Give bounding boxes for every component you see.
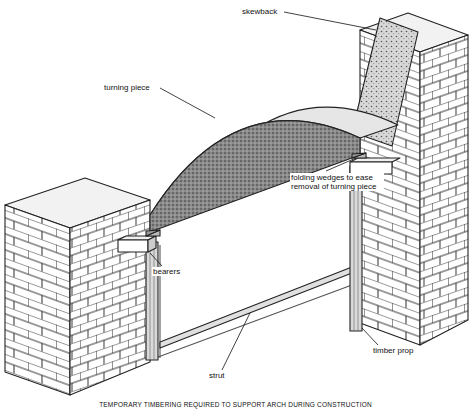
leader-lines	[150, 12, 378, 370]
part-label: strut	[208, 371, 226, 380]
folding-wedge	[146, 230, 160, 236]
folding-wedge	[352, 153, 366, 158]
brick-pier	[70, 200, 150, 395]
folding-wedge	[146, 230, 160, 236]
strut-board	[160, 267, 352, 348]
part-label: skewback	[241, 7, 278, 16]
bearer	[118, 240, 148, 252]
caption: TEMPORARY TIMBERING REQUIRED TO SUPPORT …	[0, 401, 471, 408]
part-label: timber prop	[372, 346, 414, 355]
brick-pier	[5, 205, 70, 395]
part-label: folding wedges to ease removal of turnin…	[290, 173, 384, 191]
part-label: bearers	[152, 267, 181, 276]
part-label: turning piece	[103, 83, 151, 92]
folding-wedge	[352, 153, 366, 158]
brick-pier	[420, 35, 468, 345]
